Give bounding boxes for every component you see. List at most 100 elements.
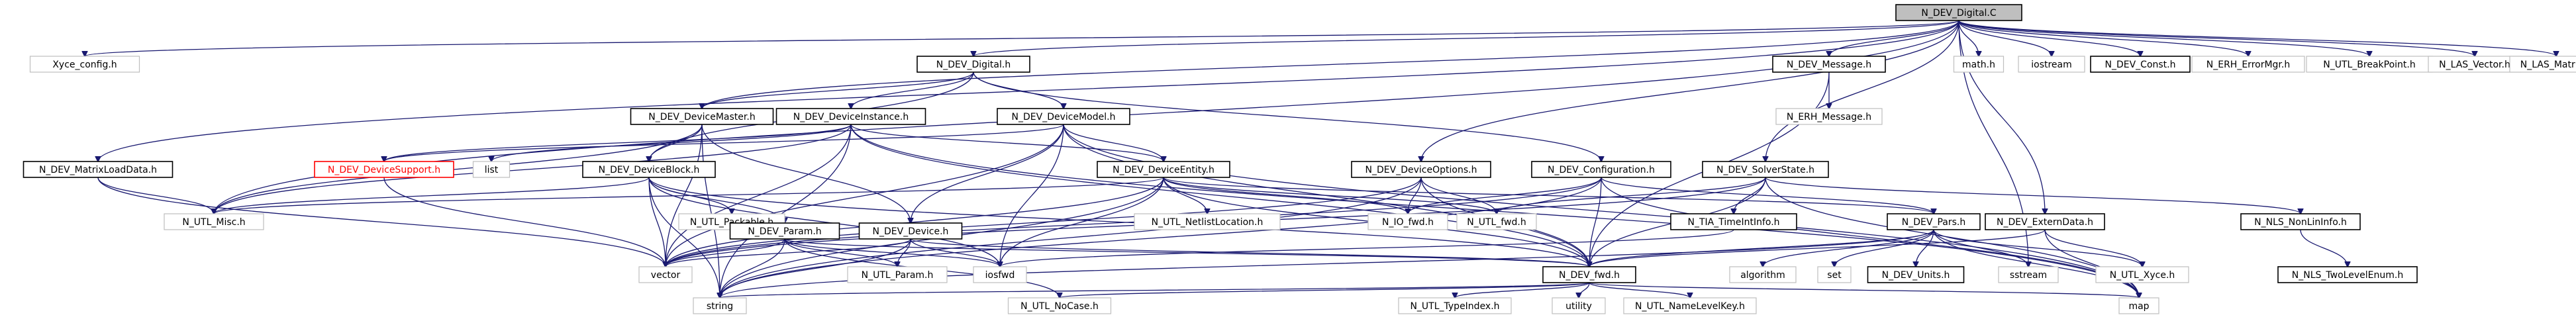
edge-dev-solverstate-to-nls-nonlininfo — [1765, 177, 2301, 214]
node-n-dev-deviceentity-h[interactable]: N_DEV_DeviceEntity.h — [1097, 161, 1230, 178]
node-label: N_UTL_TypeIndex.h — [1410, 301, 1499, 312]
node-box — [23, 161, 173, 178]
node-label: N_NLS_TwoLevelEnum.h — [2292, 270, 2403, 281]
edge-dev-deviceentity-to-iosfwd — [1000, 177, 1164, 267]
node-map: map — [2118, 297, 2159, 314]
edge-tia-timeintinfo-to-iosfwd — [1000, 229, 1734, 267]
node-n-dev-deviceinstance-h[interactable]: N_DEV_DeviceInstance.h — [775, 108, 926, 125]
node-n-dev-devicesupport-h[interactable]: N_DEV_DeviceSupport.h — [314, 161, 454, 178]
node-label: string — [707, 301, 733, 312]
node-label: list — [485, 165, 499, 175]
node-box — [1398, 297, 1512, 314]
node-box — [1729, 266, 1797, 283]
edge-dev-pars-to-dev-units — [1916, 229, 1934, 267]
edge-dev-matrixloaddata-to-vector — [97, 177, 666, 267]
edge-dev-deviceinstance-to-list — [491, 124, 852, 161]
edge-dev-devicemaster-to-dev-device — [701, 124, 911, 223]
node-n-dev-externdata-h[interactable]: N_DEV_ExternData.h — [1985, 213, 2105, 230]
node-label: N_DEV_Digital.C — [1921, 8, 1997, 19]
edge-dev-digital-h-to-dev-configuration — [973, 71, 1601, 161]
node-box — [858, 222, 963, 240]
node-algorithm: algorithm — [1729, 266, 1797, 283]
node-n-dev-configuration-h[interactable]: N_DEV_Configuration.h — [1531, 161, 1671, 178]
node-n-las-matrix-h: N_LAS_Matrix.h — [2509, 56, 2576, 73]
edge-dev-devicemodel-to-dev-devicesupport — [384, 124, 1064, 161]
node-n-dev-device-h[interactable]: N_DEV_Device.h — [858, 222, 963, 240]
edge-dev-deviceinstance-to-dev-fwd — [850, 124, 1589, 267]
node-box — [2240, 213, 2361, 230]
node-n-dev-solverstate-h[interactable]: N_DEV_SolverState.h — [1702, 161, 1829, 178]
node-label: N_DEV_ExternData.h — [1997, 217, 2093, 228]
edge-dev-pars-to-utl-xyce — [1933, 229, 2142, 267]
node-label: N_DEV_DeviceMaster.h — [648, 112, 755, 122]
node-n-dev-const-h[interactable]: N_DEV_Const.h — [2090, 56, 2191, 73]
edge-dev-fwd-to-string — [720, 282, 1590, 298]
edge-nls-nonlininfo-to-nls-twolevelenum — [2300, 229, 2348, 267]
node-label: N_UTL_fwd.h — [1467, 217, 1526, 228]
node-box — [1456, 213, 1537, 230]
node-label: N_UTL_NoCase.h — [1020, 301, 1099, 312]
node-label: N_DEV_Digital.h — [936, 60, 1011, 70]
node-label: N_DEV_Message.h — [1787, 60, 1871, 70]
node-box — [314, 161, 454, 178]
node-label: N_IO_fwd.h — [1382, 217, 1434, 228]
node-n-dev-fwd-h[interactable]: N_DEV_fwd.h — [1542, 266, 1636, 283]
node-label: N_NLS_NonLinInfo.h — [2254, 217, 2347, 228]
node-iostream: iostream — [2018, 56, 2085, 73]
node-label: N_UTL_Misc.h — [182, 217, 245, 228]
edge-dev-configuration-to-dev-pars — [1601, 177, 1934, 214]
node-xyce-config-h: Xyce_config.h — [29, 56, 140, 73]
node-box — [1134, 213, 1281, 230]
node-iosfwd: iosfwd — [973, 266, 1027, 283]
node-string: string — [693, 297, 747, 314]
node-n-nls-nonlininfo-h[interactable]: N_NLS_NonLinInfo.h — [2240, 213, 2361, 230]
node-n-tia-timeintinfo-h[interactable]: N_TIA_TimeIntInfo.h — [1670, 213, 1797, 230]
node-n-nls-twolevelenum-h[interactable]: N_NLS_TwoLevelEnum.h — [2277, 266, 2418, 283]
node-n-utl-breakpoint-h: N_UTL_BreakPoint.h — [2306, 56, 2433, 73]
edge-dev-device-to-vector — [666, 238, 911, 267]
edge-dev-deviceentity-to-dev-pars — [1163, 177, 1934, 214]
node-box — [1351, 161, 1491, 178]
node-n-dev-devicemodel-h[interactable]: N_DEV_DeviceModel.h — [997, 108, 1130, 125]
node-utility: utility — [1552, 297, 1606, 314]
node-n-dev-units-h[interactable]: N_DEV_Units.h — [1867, 266, 1965, 283]
node-n-io-fwd-h: N_IO_fwd.h — [1367, 213, 1448, 230]
node-box — [1007, 297, 1112, 314]
node-n-dev-devicemaster-h[interactable]: N_DEV_DeviceMaster.h — [630, 108, 774, 125]
node-label: N_DEV_DeviceOptions.h — [1365, 165, 1477, 175]
node-n-erh-message-h: N_ERH_Message.h — [1775, 108, 1883, 125]
node-n-dev-deviceblock-h[interactable]: N_DEV_DeviceBlock.h — [582, 161, 716, 178]
edge-dev-devicemodel-to-iosfwd — [1000, 124, 1064, 267]
edge-dev-deviceentity-to-vector — [666, 177, 1164, 267]
node-label: N_DEV_SolverState.h — [1716, 165, 1814, 175]
node-n-dev-param-h[interactable]: N_DEV_Param.h — [729, 222, 840, 240]
node-n-dev-pars-h[interactable]: N_DEV_Pars.h — [1887, 213, 1981, 230]
node-n-dev-matrixloaddata-h[interactable]: N_DEV_MatrixLoadData.h — [23, 161, 173, 178]
node-n-dev-deviceoptions-h[interactable]: N_DEV_DeviceOptions.h — [1351, 161, 1491, 178]
edge-dev-deviceentity-to-io-fwd — [1163, 177, 1408, 214]
node-box — [1772, 56, 1886, 73]
node-label: N_UTL_Param.h — [862, 270, 934, 281]
edge-dev-device-to-string — [720, 238, 911, 298]
node-n-dev-message-h[interactable]: N_DEV_Message.h — [1772, 56, 1886, 73]
edge-dev-deviceinstance-to-dev-devicesupport — [384, 124, 852, 161]
edge-dev-configuration-to-vector — [666, 177, 1602, 267]
edge-dev-device-to-dev-fwd — [910, 238, 1589, 267]
edge-dev-deviceentity-to-utl-netlistlocation — [1163, 177, 1207, 214]
node-box — [1670, 213, 1797, 230]
node-box — [2090, 56, 2191, 73]
edge-dev-pars-to-sstream — [1933, 229, 2028, 267]
node-box — [1623, 297, 1757, 314]
edge-root-to-xyce-config — [85, 20, 1959, 56]
edge-dev-pars-to-set — [1834, 229, 1934, 267]
node-n-dev-digital-c[interactable]: N_DEV_Digital.C — [1895, 4, 2022, 21]
node-label: N_LAS_Vector.h — [2439, 60, 2510, 70]
node-n-utl-misc-h: N_UTL_Misc.h — [164, 213, 264, 230]
edge-dev-configuration-to-string — [720, 177, 1602, 298]
node-n-dev-digital-h[interactable]: N_DEV_Digital.h — [916, 56, 1030, 73]
node-n-utl-xyce-h: N_UTL_Xyce.h — [2095, 266, 2189, 283]
node-box — [693, 297, 747, 314]
edge-root-to-dev-solverstate — [1765, 20, 1959, 161]
node-sstream: sstream — [1998, 266, 2059, 283]
node-n-las-vector-h: N_LAS_Vector.h — [2428, 56, 2522, 73]
